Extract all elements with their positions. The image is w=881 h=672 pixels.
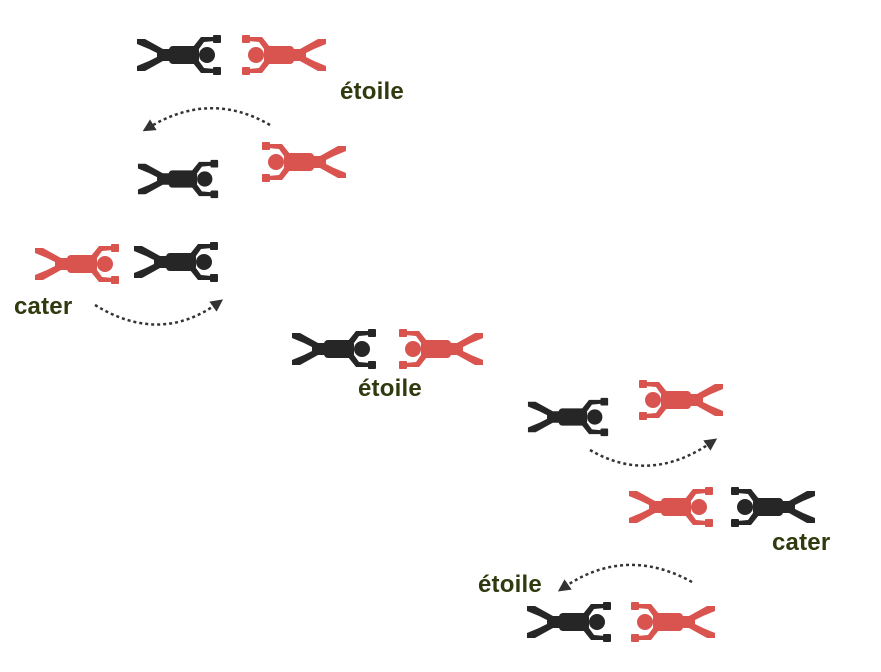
label-etoile-top: étoile [340, 78, 404, 105]
diver-red-6 [629, 487, 713, 527]
transition-arrow-4 [557, 563, 693, 592]
diver-red-7 [631, 602, 715, 642]
diver-red-1 [242, 35, 326, 75]
diver-dark-3 [134, 242, 218, 282]
diver-dark-2 [137, 159, 219, 199]
label-etoile-bottom: étoile [478, 571, 542, 598]
diver-red-3 [35, 244, 119, 284]
diver-dark-4 [292, 329, 376, 369]
diver-red-4 [399, 329, 483, 369]
transition-arrow-1 [142, 107, 271, 132]
transition-arrow-3 [589, 438, 718, 467]
diver-red-2 [262, 142, 346, 182]
diver-dark-7 [527, 602, 611, 642]
label-cater-right: cater [772, 529, 831, 556]
label-etoile-middle: étoile [358, 375, 422, 402]
diver-dark-1 [137, 35, 221, 75]
label-cater-left: cater [14, 293, 73, 320]
diver-dark-5 [527, 397, 609, 437]
diver-dark-6 [731, 487, 815, 527]
transition-arrow-2 [94, 299, 224, 326]
diver-red-5 [639, 380, 723, 420]
